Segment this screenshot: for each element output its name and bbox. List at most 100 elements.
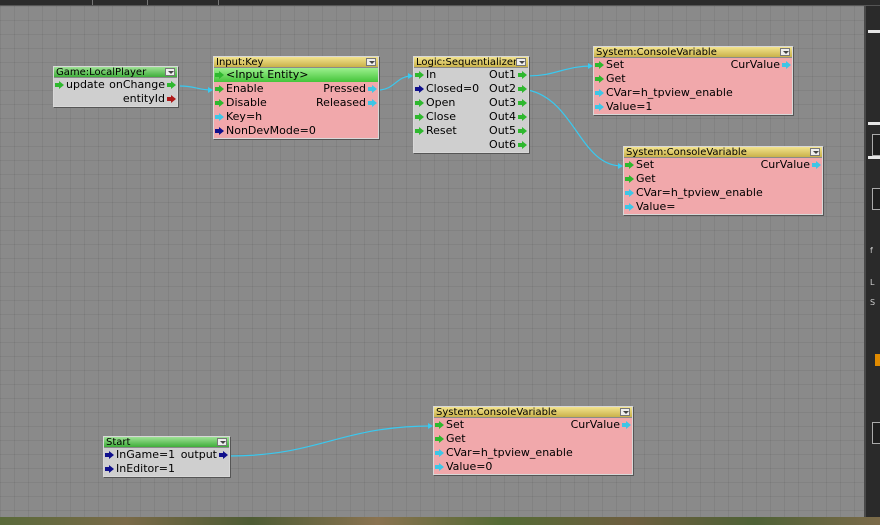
panel-tab[interactable] xyxy=(872,188,880,210)
input-port-cvar[interactable]: CVar=h_tpview_enable xyxy=(446,446,573,459)
node-header[interactable]: System:ConsoleVariable xyxy=(434,407,632,418)
input-port-disable[interactable]: Disable xyxy=(226,96,267,109)
green-arrow-icon[interactable] xyxy=(215,85,224,93)
input-port-ingame[interactable]: InGame=1 xyxy=(116,448,176,461)
output-port-output[interactable]: output xyxy=(180,448,217,461)
input-port-get[interactable]: Get xyxy=(636,172,656,185)
node-input-key[interactable]: Input:Key <Input Entity> Enable Pressed … xyxy=(213,56,379,139)
cyan-arrow-icon[interactable] xyxy=(435,449,444,457)
node-logic-sequentializer[interactable]: Logic:Sequentializer In Out1 Closed=0 Ou… xyxy=(413,56,529,153)
green-arrow-icon[interactable] xyxy=(518,71,527,79)
node-console-variable-1[interactable]: System:ConsoleVariable Set CurValue Get … xyxy=(593,46,793,115)
output-port-curvalue[interactable]: CurValue xyxy=(570,418,620,431)
green-arrow-icon[interactable] xyxy=(435,435,444,443)
cyan-arrow-icon[interactable] xyxy=(595,89,604,97)
cyan-arrow-icon[interactable] xyxy=(435,463,444,471)
node-game-localplayer[interactable]: Game:LocalPlayer update onChange entityI… xyxy=(53,66,178,107)
input-port-open[interactable]: Open xyxy=(426,96,456,109)
node-dropdown-button[interactable] xyxy=(810,148,820,156)
input-entity-label[interactable]: <Input Entity> xyxy=(226,68,309,81)
cyan-arrow-icon[interactable] xyxy=(215,113,224,121)
node-header[interactable]: Logic:Sequentializer xyxy=(414,57,528,68)
green-arrow-icon[interactable] xyxy=(435,421,444,429)
input-port-enable[interactable]: Enable xyxy=(226,82,264,95)
node-dropdown-button[interactable] xyxy=(516,58,526,66)
cyan-arrow-icon[interactable] xyxy=(625,189,634,197)
input-port-nondevmode[interactable]: NonDevMode=0 xyxy=(226,124,316,137)
blue-arrow-icon[interactable] xyxy=(219,451,228,459)
cyan-arrow-icon[interactable] xyxy=(625,203,634,211)
input-port-reset[interactable]: Reset xyxy=(426,124,457,137)
green-arrow-icon[interactable] xyxy=(595,75,604,83)
green-arrow-icon[interactable] xyxy=(55,81,64,89)
node-start[interactable]: Start InGame=1 output InEditor=1 xyxy=(103,436,230,477)
input-port-value[interactable]: Value= xyxy=(636,200,676,213)
node-dropdown-button[interactable] xyxy=(165,68,175,76)
output-port-curvalue[interactable]: CurValue xyxy=(730,58,780,71)
output-port-out4[interactable]: Out4 xyxy=(489,110,516,123)
panel-tab[interactable] xyxy=(872,134,880,156)
input-port-ineditor[interactable]: InEditor=1 xyxy=(116,462,175,475)
output-port-out6[interactable]: Out6 xyxy=(489,138,516,151)
node-header[interactable]: Input:Key xyxy=(214,57,378,68)
blue-arrow-icon[interactable] xyxy=(415,85,424,93)
blue-arrow-icon[interactable] xyxy=(105,451,114,459)
cyan-arrow-icon[interactable] xyxy=(368,85,377,93)
blue-arrow-icon[interactable] xyxy=(215,127,224,135)
input-port-get[interactable]: Get xyxy=(606,72,626,85)
node-header[interactable]: System:ConsoleVariable xyxy=(624,147,822,158)
green-arrow-icon[interactable] xyxy=(215,99,224,107)
node-header[interactable]: System:ConsoleVariable xyxy=(594,47,792,58)
cyan-arrow-icon[interactable] xyxy=(595,103,604,111)
input-port-cvar[interactable]: CVar=h_tpview_enable xyxy=(606,86,733,99)
input-port-close[interactable]: Close xyxy=(426,110,456,123)
green-arrow-icon[interactable] xyxy=(415,99,424,107)
output-port-released[interactable]: Released xyxy=(316,96,366,109)
input-port-get[interactable]: Get xyxy=(446,432,466,445)
input-port-value[interactable]: Value=1 xyxy=(606,100,653,113)
cyan-arrow-icon[interactable] xyxy=(812,161,821,169)
input-port-value[interactable]: Value=0 xyxy=(446,460,493,473)
output-port-out2[interactable]: Out2 xyxy=(489,82,516,95)
cyan-arrow-icon[interactable] xyxy=(368,99,377,107)
input-port-cvar[interactable]: CVar=h_tpview_enable xyxy=(636,186,763,199)
green-arrow-icon[interactable] xyxy=(518,113,527,121)
input-port-update[interactable]: update xyxy=(66,78,105,91)
node-dropdown-button[interactable] xyxy=(780,48,790,56)
green-arrow-icon[interactable] xyxy=(215,71,224,79)
output-port-pressed[interactable]: Pressed xyxy=(323,82,366,95)
green-arrow-icon[interactable] xyxy=(415,127,424,135)
input-port-set[interactable]: Set xyxy=(636,158,655,171)
output-port-entityid[interactable]: entityId xyxy=(122,92,165,105)
node-dropdown-button[interactable] xyxy=(217,438,227,446)
green-arrow-icon[interactable] xyxy=(518,127,527,135)
node-dropdown-button[interactable] xyxy=(366,58,376,66)
green-arrow-icon[interactable] xyxy=(518,141,527,149)
node-header[interactable]: Start xyxy=(104,437,229,448)
output-port-out5[interactable]: Out5 xyxy=(489,124,516,137)
output-port-curvalue[interactable]: CurValue xyxy=(760,158,810,171)
output-port-out3[interactable]: Out3 xyxy=(489,96,516,109)
green-arrow-icon[interactable] xyxy=(625,175,634,183)
input-port-set[interactable]: Set xyxy=(446,418,465,431)
node-console-variable-2[interactable]: System:ConsoleVariable Set CurValue Get … xyxy=(623,146,823,215)
output-port-out1[interactable]: Out1 xyxy=(489,68,516,81)
input-port-set[interactable]: Set xyxy=(606,58,625,71)
green-arrow-icon[interactable] xyxy=(595,61,604,69)
cyan-arrow-icon[interactable] xyxy=(622,421,631,429)
green-arrow-icon[interactable] xyxy=(415,71,424,79)
cyan-arrow-icon[interactable] xyxy=(782,61,791,69)
node-header[interactable]: Game:LocalPlayer xyxy=(54,67,177,78)
input-port-in[interactable]: In xyxy=(426,68,437,81)
green-arrow-icon[interactable] xyxy=(167,81,176,89)
output-port-onchange[interactable]: onChange xyxy=(109,78,165,91)
entity-row[interactable]: <Input Entity> xyxy=(214,68,378,82)
green-arrow-icon[interactable] xyxy=(415,113,424,121)
green-arrow-icon[interactable] xyxy=(518,85,527,93)
blue-arrow-icon[interactable] xyxy=(105,465,114,473)
green-arrow-icon[interactable] xyxy=(518,99,527,107)
input-port-key[interactable]: Key=h xyxy=(226,110,263,123)
panel-tab[interactable] xyxy=(872,422,880,444)
green-arrow-icon[interactable] xyxy=(625,161,634,169)
node-dropdown-button[interactable] xyxy=(620,408,630,416)
